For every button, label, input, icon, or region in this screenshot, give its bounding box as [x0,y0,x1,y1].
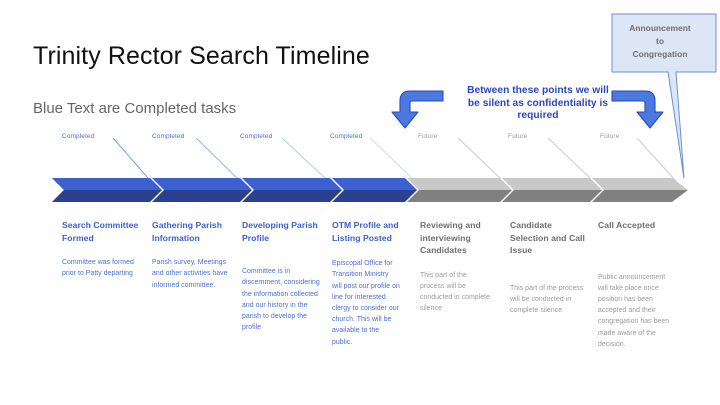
stage-heading-2: Developing Parish Profile [242,220,318,243]
stage-body-2: Committee is in discernment, considering… [242,268,320,332]
silence-banner: Between these points we will be silent a… [443,85,633,123]
stage-body-0: Committee was formed prior to Patty depa… [62,259,134,278]
silence-arrow-left-icon [391,90,444,129]
stage-status-3: Completed [330,133,363,140]
stage-column-3: OTM Profile and Listing Posted Episcopal… [332,219,400,348]
stage-status-2: Completed [240,133,273,140]
announcement-line-3: Congregation [632,49,688,59]
stage-status-0: Completed [62,133,95,140]
stage-heading-6: Call Accepted [598,220,656,230]
stage-status-1: Completed [152,133,185,140]
stage-body-4: This part of the process will be conduct… [420,271,490,313]
stage-column-1: Gathering Parish Information Parish surv… [152,219,230,291]
stage-heading-3: OTM Profile and Listing Posted [332,220,399,243]
stage-heading-0: Search Committee Formed [62,220,139,243]
stage-heading-1: Gathering Parish Information [152,220,223,243]
stage-column-6: Call Accepted Public announcement will t… [598,219,670,350]
stage-status-5: Future [508,133,528,140]
stage-heading-4: Reviewing and interviewing Candidates [420,220,481,256]
stage-column-4: Reviewing and interviewing Candidates Th… [420,219,492,315]
stage-body-6: Public announcement will take place once… [598,273,670,348]
stage-column-5: Candidate Selection and Call Issue This … [510,219,588,316]
page-title: Trinity Rector Search Timeline [33,42,370,70]
silence-banner-line-1: Between these points we will [467,85,609,96]
silence-arrow-right-icon [611,90,664,129]
stage-status-6: Future [600,133,620,140]
announcement-callout [611,13,717,179]
stage-column-2: Developing Parish Profile Committee is i… [242,219,322,333]
leader-lines [112,137,685,191]
stage-body-5: This part of the process will be conduct… [510,284,584,315]
announcement-line-1: Announcement [629,23,691,33]
silence-banner-line-2: be silent as confidentiality is [467,97,609,109]
stage-heading-5: Candidate Selection and Call Issue [510,220,585,256]
stage-body-1: Parish survey, Meetings and other activi… [152,259,228,289]
stage-body-3: Episcopal Office for Transition Ministry… [332,260,400,346]
stage-column-0: Search Committee Formed Committee was fo… [62,219,140,280]
timeline-band [52,178,688,202]
stage-status-4: Future [418,133,438,140]
announcement-callout-text: Announcement to Congregation [614,22,706,61]
silence-banner-line-3: required [517,110,559,122]
legend-note: Blue Text are Completed tasks [33,100,237,117]
announcement-line-2: to [655,36,664,46]
